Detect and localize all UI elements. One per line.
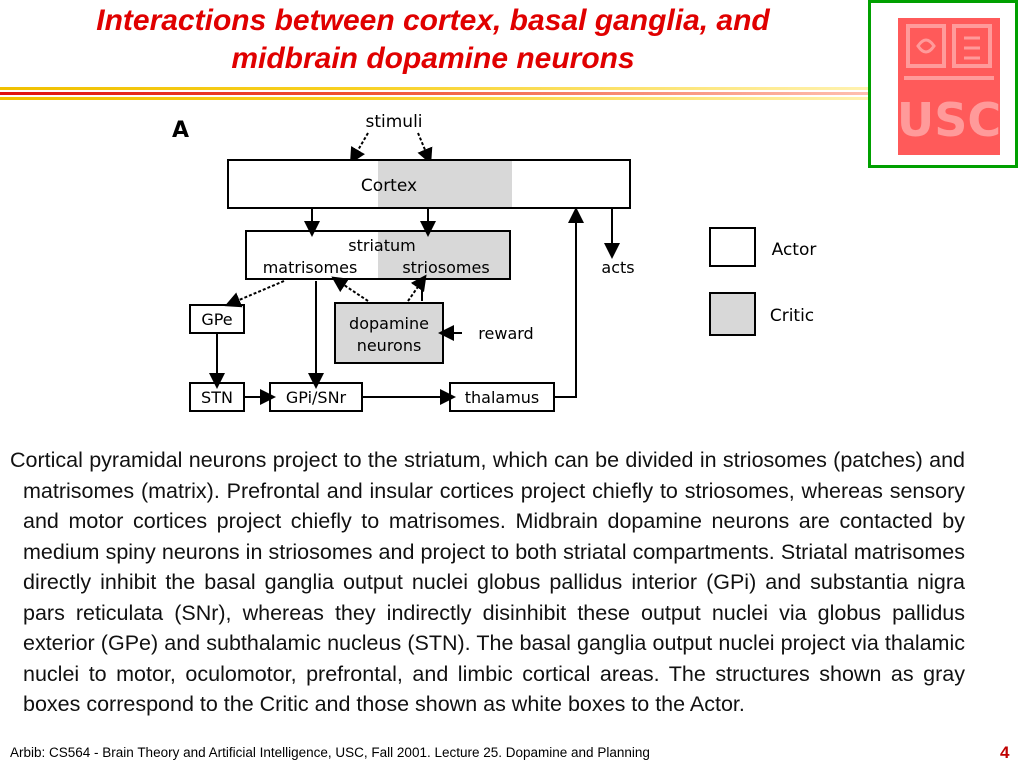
stimuli-arrow-right bbox=[417, 132, 433, 165]
stimuli-label: stimuli bbox=[365, 112, 422, 132]
title-rule-yellow-bottom bbox=[0, 97, 870, 100]
striosomes-critic-shade bbox=[378, 232, 509, 278]
title-rule-yellow-top bbox=[0, 87, 870, 90]
legend-critic-label: Critic bbox=[770, 306, 814, 326]
page-number: 4 bbox=[1000, 743, 1010, 762]
legend-critic-swatch bbox=[709, 292, 756, 336]
stn-label: STN bbox=[201, 388, 233, 407]
thalamus-to-cortex-arrow bbox=[555, 207, 584, 398]
gpe-box bbox=[189, 304, 245, 334]
gpi-snr-label: GPi/SNr bbox=[286, 388, 347, 407]
dopamine-neurons-box bbox=[334, 302, 444, 364]
logo-text: USC bbox=[898, 93, 1000, 147]
slide-title-line-2: midbrain dopamine neurons bbox=[231, 42, 635, 75]
acts-label: acts bbox=[601, 258, 634, 277]
seal-shield-right bbox=[952, 24, 992, 68]
matrisomes-label: matrisomes bbox=[263, 258, 358, 277]
stimuli-arrow-left bbox=[349, 132, 369, 164]
panel-label: A bbox=[172, 118, 189, 143]
basal-ganglia-diagram: A stimuli Cortex striatum matrisomes str… bbox=[160, 105, 860, 425]
title-rule-red bbox=[0, 92, 870, 95]
usc-seal-icon: USC bbox=[898, 24, 1000, 147]
seal-divider bbox=[904, 76, 994, 80]
diagram-svg: A stimuli Cortex striatum matrisomes str… bbox=[172, 112, 817, 412]
legend-actor-label: Actor bbox=[772, 240, 817, 260]
cortex-critic-shade bbox=[378, 161, 512, 207]
usc-logo: USC bbox=[898, 18, 1000, 155]
slide-title-line-1: Interactions between cortex, basal gangl… bbox=[96, 4, 770, 37]
slide-title: Interactions between cortex, basal gangl… bbox=[0, 2, 866, 78]
seal-emblem-left bbox=[916, 38, 936, 54]
dopamine-to-striosomes-arrow bbox=[407, 274, 427, 302]
logo-frame: USC bbox=[868, 0, 1018, 168]
gpe-label: GPe bbox=[201, 310, 232, 329]
dopamine-to-matrisomes-arrow bbox=[331, 276, 369, 302]
striatum-label: striatum bbox=[348, 236, 415, 255]
reward-label: reward bbox=[478, 324, 533, 343]
matrisomes-to-gpe-arrow bbox=[224, 280, 285, 308]
slide-body-text: Cortical pyramidal neurons project to th… bbox=[10, 448, 965, 716]
dopamine-label-line-2: neurons bbox=[357, 336, 422, 355]
slide-footer: Arbib: CS564 - Brain Theory and Artifici… bbox=[10, 745, 650, 760]
seal-shield-left bbox=[906, 24, 946, 68]
thalamus-label: thalamus bbox=[465, 388, 540, 407]
legend-actor-swatch bbox=[709, 227, 756, 267]
striosomes-label: striosomes bbox=[402, 258, 489, 277]
seal-emblem-right bbox=[964, 36, 980, 60]
cortex-label: Cortex bbox=[361, 176, 417, 196]
dopamine-label-line-1: dopamine bbox=[349, 314, 429, 333]
